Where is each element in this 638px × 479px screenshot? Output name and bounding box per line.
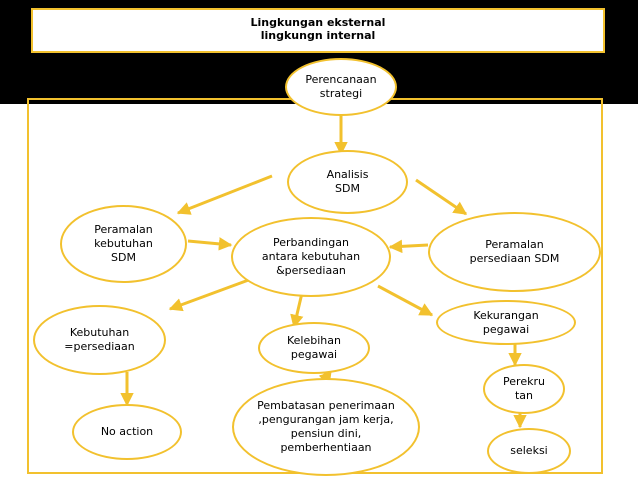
node-analisis-label: Analisis SDM: [326, 168, 369, 195]
node-perekrutan-label: Perekru tan: [503, 375, 545, 402]
node-peramalan-kebutuhan-label: Peramalan kebutuhan SDM: [94, 223, 153, 264]
arrow-perbandingan-to-kekurangan: [377, 284, 434, 317]
node-perbandingan-label: Perbandingan antara kebutuhan &persediaa…: [261, 236, 361, 277]
arrow-peramalan-persediaan-to-perbandingan: [388, 239, 429, 254]
node-kekurangan-pegawai: Kekurangan pegawai: [436, 300, 576, 345]
node-seleksi-label: seleksi: [510, 444, 548, 457]
node-analisis-sdm: Analisis SDM: [287, 150, 408, 214]
arrow-analisis-to-peramalan-persediaan: [415, 178, 468, 216]
node-kelebihan-label: Kelebihan pegawai: [287, 334, 341, 361]
node-peramalan-kebutuhan: Peramalan kebutuhan SDM: [60, 205, 187, 283]
node-kelebihan-pegawai: Kelebihan pegawai: [258, 322, 370, 374]
node-kekurangan-label: Kekurangan pegawai: [473, 308, 539, 336]
node-perencanaan-label: Perencanaan strategi: [305, 73, 377, 100]
arrow-peramalan-kebutuhan-to-perbandingan: [187, 237, 233, 251]
header-text: Lingkungan eksternal lingkungn internal: [33, 16, 603, 42]
node-no-action-label: No action: [100, 425, 154, 438]
header-box: Lingkungan eksternal lingkungn internal: [31, 8, 605, 53]
arrow-analisis-to-peramalan-kebutuhan: [176, 174, 273, 215]
arrow-perbandingan-to-kebutuhan: [168, 276, 255, 312]
node-perbandingan: Perbandingan antara kebutuhan &persediaa…: [231, 217, 391, 297]
header-line-2: lingkungn internal: [260, 29, 376, 42]
node-perencanaan-strategi: Perencanaan strategi: [285, 58, 397, 116]
header-line-1: Lingkungan eksternal: [250, 16, 386, 29]
node-kebutuhan-persediaan: Kebutuhan =persediaan: [33, 305, 166, 375]
node-kebutuhan-persediaan-label: Kebutuhan =persediaan: [64, 326, 135, 353]
node-no-action: No action: [72, 404, 182, 460]
node-seleksi: seleksi: [487, 428, 571, 474]
node-pembatasan-label: Pembatasan penerimaan ,pengurangan jam k…: [257, 399, 395, 454]
node-pembatasan: Pembatasan penerimaan ,pengurangan jam k…: [232, 378, 420, 476]
arrow-perbandingan-to-kelebihan: [290, 292, 304, 329]
node-perekrutan: Perekru tan: [483, 364, 565, 414]
node-peramalan-persediaan-label: Peramalan persediaan SDM: [469, 238, 560, 265]
node-peramalan-persediaan: Peramalan persediaan SDM: [428, 212, 601, 292]
